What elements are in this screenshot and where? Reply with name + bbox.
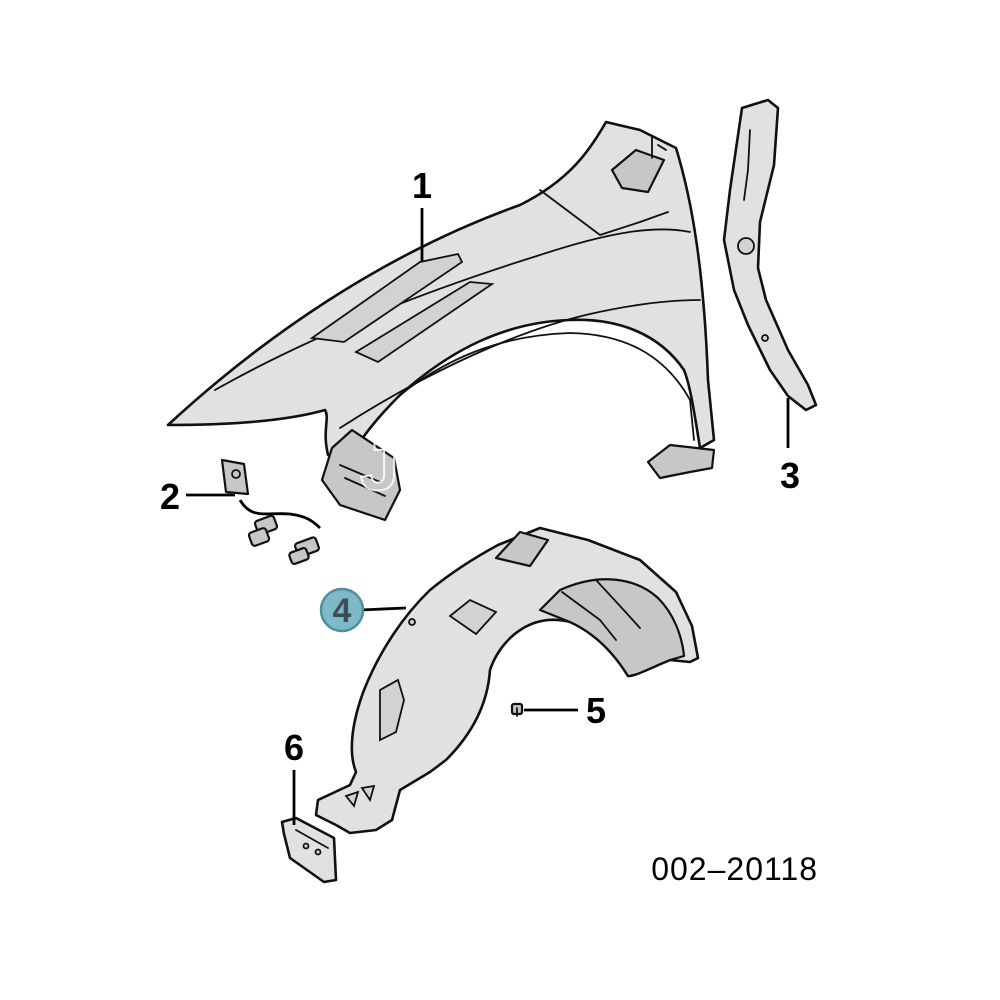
part-4-wheel-liner xyxy=(314,526,700,835)
callout-4-circle xyxy=(319,587,365,633)
part-6-bracket xyxy=(280,816,338,884)
watermark: JKER xyxy=(360,427,547,505)
part-1-fender xyxy=(166,120,716,522)
part-3-fender-seal xyxy=(722,98,818,412)
part-5-screw xyxy=(510,702,524,717)
leader-lines xyxy=(186,208,790,825)
diagram-number: 002–20118 xyxy=(651,851,818,887)
callout-5: 5 xyxy=(586,690,606,731)
callout-3: 3 xyxy=(780,455,800,496)
callout-6: 6 xyxy=(284,727,304,768)
part-2-sensor-wire xyxy=(220,458,321,565)
callout-4-highlight: 4 xyxy=(319,587,365,633)
callout-4: 4 xyxy=(333,592,352,630)
leader-4 xyxy=(359,606,407,612)
callout-1: 1 xyxy=(412,165,432,206)
callout-2: 2 xyxy=(160,476,180,517)
